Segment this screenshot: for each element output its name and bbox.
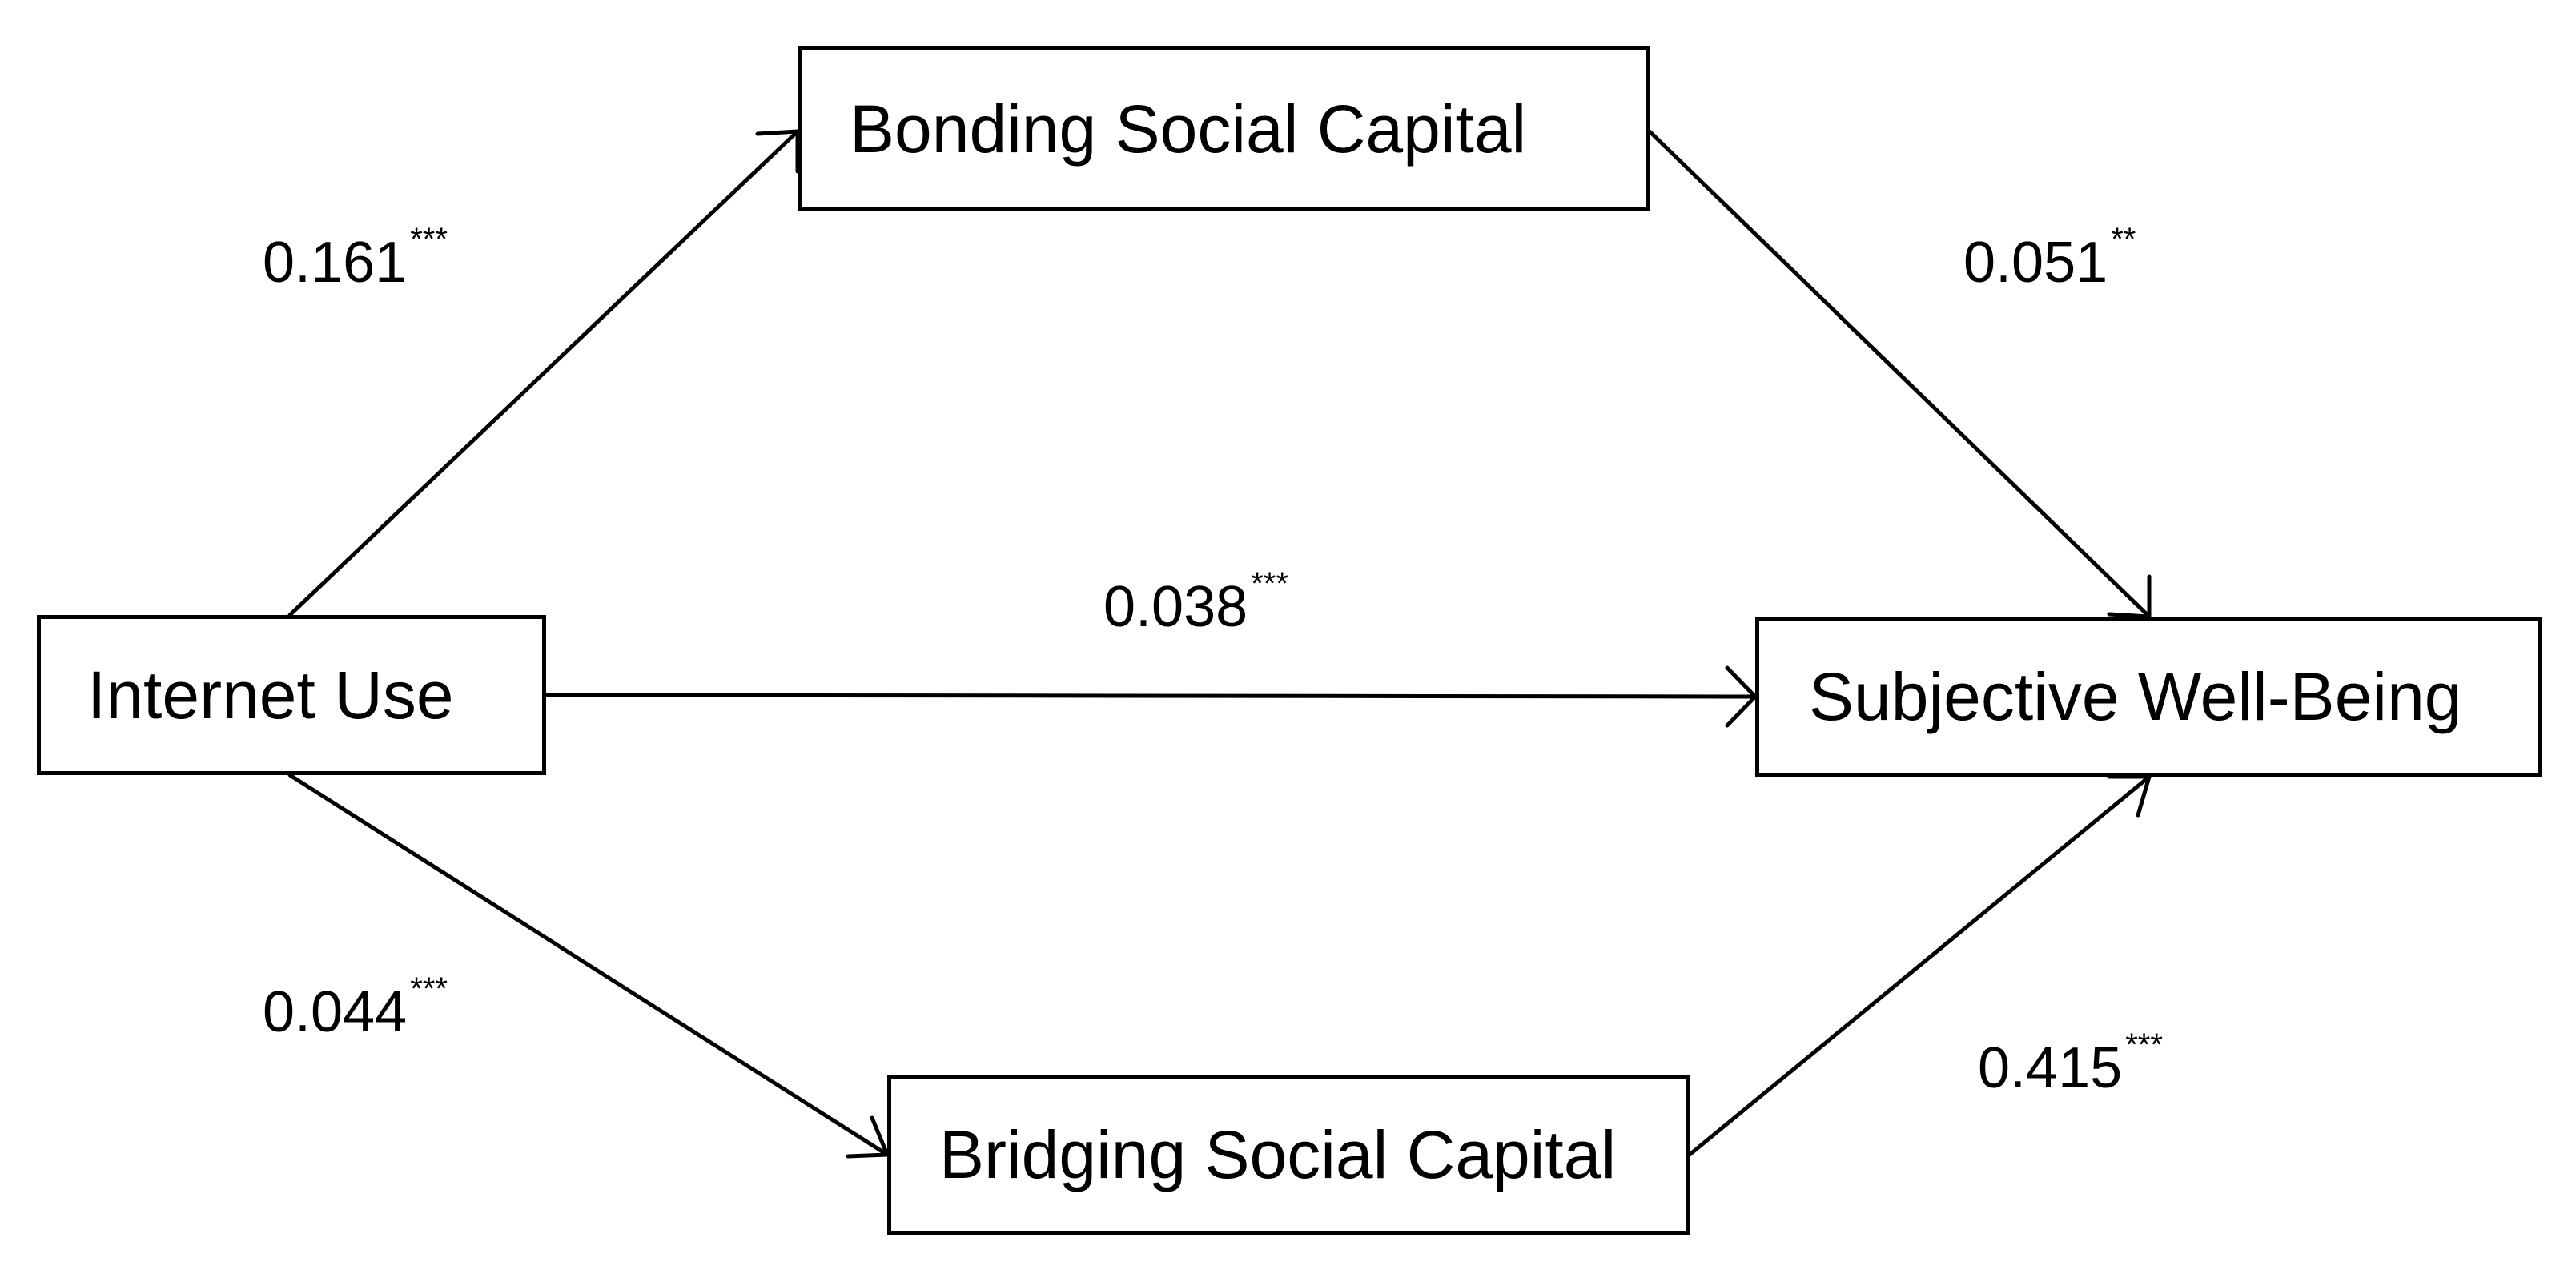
coefficient-value: 0.415 [1978, 1036, 2123, 1100]
node-internet-use: Internet Use [37, 615, 546, 775]
node-bonding-social-capital: Bonding Social Capital [798, 46, 1650, 211]
significance-stars: *** [410, 222, 448, 257]
significance-stars: ** [2111, 222, 2136, 257]
significance-stars: *** [410, 971, 448, 1007]
edge-bridging-to-swb [1687, 774, 2152, 1157]
edge-internet-to-bridging [287, 773, 890, 1157]
coefficient-bridging-to-swb: 0.415*** [1978, 1029, 2163, 1100]
coefficient-internet-to-swb: 0.038*** [1103, 568, 1288, 639]
significance-stars: *** [2125, 1027, 2163, 1063]
coefficient-value: 0.161 [263, 231, 408, 295]
coefficient-value: 0.051 [1963, 231, 2108, 295]
coefficient-value: 0.044 [263, 980, 408, 1044]
coefficient-internet-to-bridging: 0.044*** [263, 973, 448, 1044]
edge-bonding-to-swb [1647, 129, 2152, 619]
node-subjective-well-being: Subjective Well-Being [1755, 617, 2542, 777]
node-label: Bonding Social Capital [850, 91, 1527, 167]
edge-internet-to-swb [544, 693, 1758, 699]
significance-stars: *** [1251, 566, 1288, 601]
node-label: Subjective Well-Being [1809, 659, 2462, 734]
coefficient-bonding-to-swb: 0.051** [1963, 223, 2136, 291]
coefficient-internet-to-bonding: 0.161*** [263, 223, 448, 291]
node-label: Bridging Social Capital [939, 1117, 1617, 1192]
node-bridging-social-capital: Bridging Social Capital [887, 1075, 1690, 1235]
edge-internet-to-bonding [287, 129, 800, 617]
coefficient-value: 0.038 [1103, 575, 1248, 639]
node-label: Internet Use [87, 657, 454, 733]
arrowhead-icon [2107, 774, 2152, 818]
